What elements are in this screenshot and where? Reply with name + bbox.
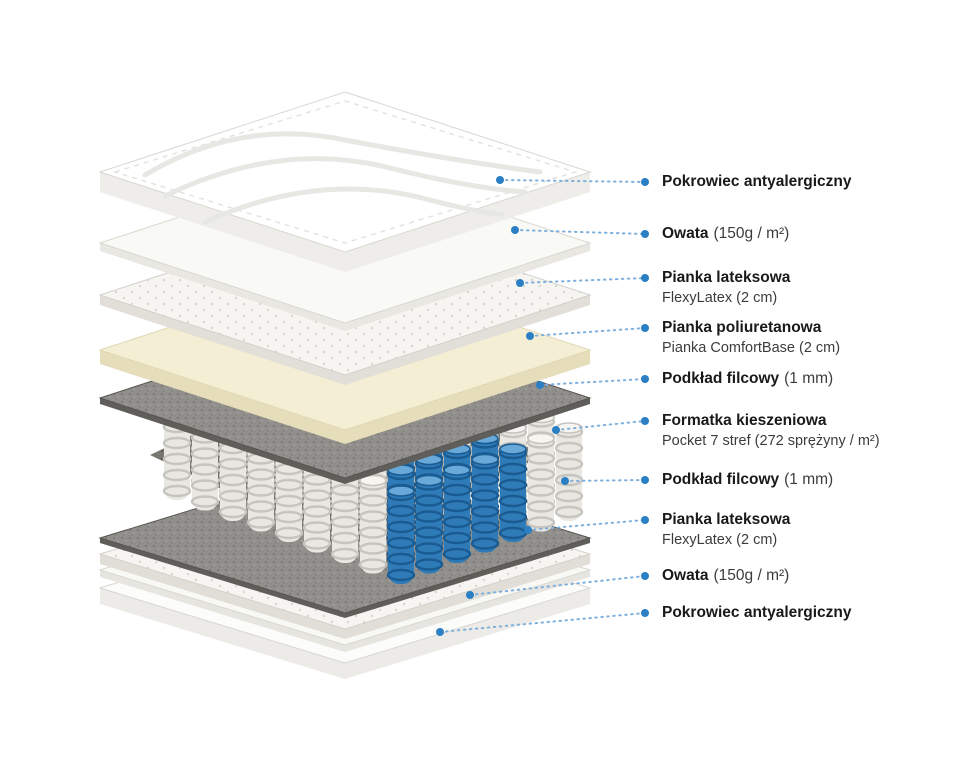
leader-line-5 — [536, 375, 649, 389]
blue-spring-coil — [386, 484, 416, 586]
leader-lines — [436, 176, 649, 636]
blue-spring-coil — [470, 453, 500, 554]
quilt-stitch-border — [112, 100, 578, 244]
blue-spring-coil — [414, 474, 444, 575]
leader-line-8 — [524, 516, 649, 534]
leader-line-7 — [561, 476, 649, 485]
white-spring-coil — [554, 421, 584, 523]
white-spring-coil — [526, 432, 556, 533]
blue-spring-coil — [442, 463, 472, 565]
leader-line-10 — [436, 609, 649, 636]
leader-line-6 — [552, 417, 649, 434]
layer-cover-top-graphic — [98, 91, 592, 272]
white-spring-coil — [358, 474, 388, 575]
leader-line-1 — [496, 176, 649, 186]
leader-line-3 — [516, 274, 649, 287]
blue-spring-coil — [498, 442, 528, 544]
leader-line-2 — [511, 226, 649, 238]
leader-line-4 — [526, 324, 649, 340]
leader-line-9 — [466, 572, 649, 599]
